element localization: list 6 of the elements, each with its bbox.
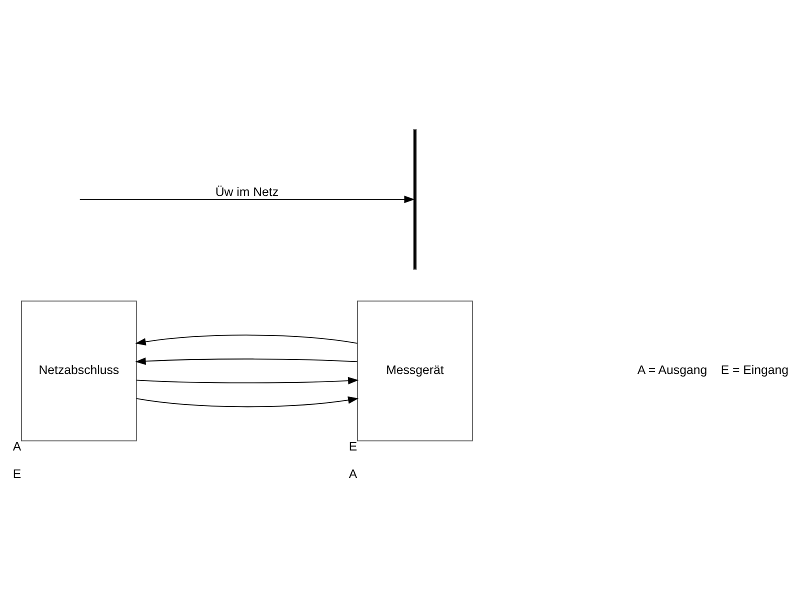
edge-label: Üw im Netz [215,184,279,199]
node-label: E [348,439,358,454]
node-label: A [12,439,22,454]
node-label: A [348,466,358,481]
node-label: E [12,466,22,481]
label: A = Ausgang E = Eingang [637,362,789,377]
